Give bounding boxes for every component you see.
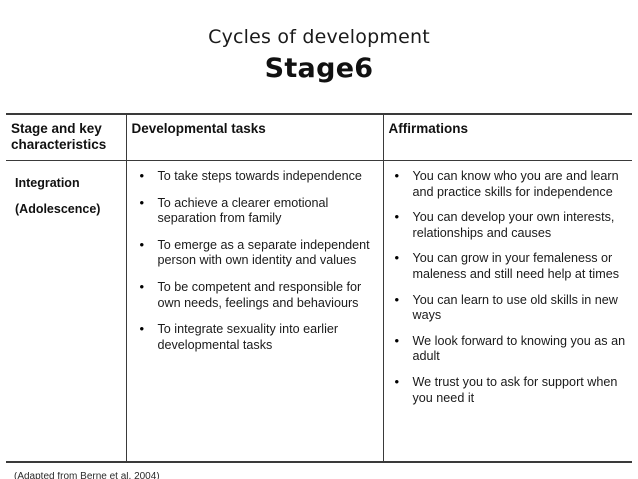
list-item: We trust you to ask for support when you…: [384, 374, 627, 406]
stage-age-range: (Adolescence): [15, 202, 101, 216]
cycles-table-wrapper: Stage and key characteristics Developmen…: [6, 113, 632, 463]
header-label-stage: Stage and key characteristics: [11, 121, 107, 152]
list-item: To emerge as a separate independent pers…: [127, 237, 377, 269]
header-cell-tasks: Developmental tasks: [125, 113, 383, 161]
cell-developmental-tasks: To take steps towards independence To ac…: [125, 160, 383, 463]
header-label-tasks: Developmental tasks: [131, 121, 266, 136]
list-item: We look forward to knowing you as an adu…: [384, 333, 627, 365]
stage-name: Integration: [15, 176, 80, 190]
cell-affirmations: You can know who you are and learn and p…: [382, 160, 633, 463]
developmental-tasks-list: To take steps towards independence To ac…: [127, 168, 383, 353]
list-item: To be competent and responsible for own …: [127, 279, 377, 311]
header-label-affirmations: Affirmations: [388, 121, 469, 136]
list-item: To achieve a clearer emotional separatio…: [127, 195, 377, 227]
list-item: You can know who you are and learn and p…: [384, 168, 627, 200]
list-item: You can learn to use old skills in new w…: [384, 292, 627, 324]
header-cell-affirmations: Affirmations: [382, 113, 632, 161]
table-header-row: Stage and key characteristics Developmen…: [6, 113, 632, 161]
table-row: Integration (Adolescence) To take steps …: [6, 160, 633, 463]
cycles-table: Stage and key characteristics Developmen…: [6, 113, 632, 463]
cell-stage: Integration (Adolescence): [6, 160, 126, 463]
list-item: To integrate sexuality into earlier deve…: [127, 321, 377, 353]
header-cell-stage: Stage and key characteristics: [6, 113, 126, 161]
list-item: To take steps towards independence: [127, 168, 377, 185]
source-citation: (Adapted from Berne et al, 2004): [14, 472, 160, 479]
stage-cell-content: Integration (Adolescence): [6, 161, 126, 228]
slide-subtitle: Stage6: [264, 53, 374, 84]
list-item: You can grow in your femaleness or malen…: [384, 250, 627, 282]
title-block: Cycles of development Stage6: [0, 0, 638, 86]
list-item: You can develop your own interests, rela…: [384, 209, 627, 241]
slide-title: Cycles of development: [208, 26, 430, 48]
affirmations-list: You can know who you are and learn and p…: [384, 168, 633, 406]
